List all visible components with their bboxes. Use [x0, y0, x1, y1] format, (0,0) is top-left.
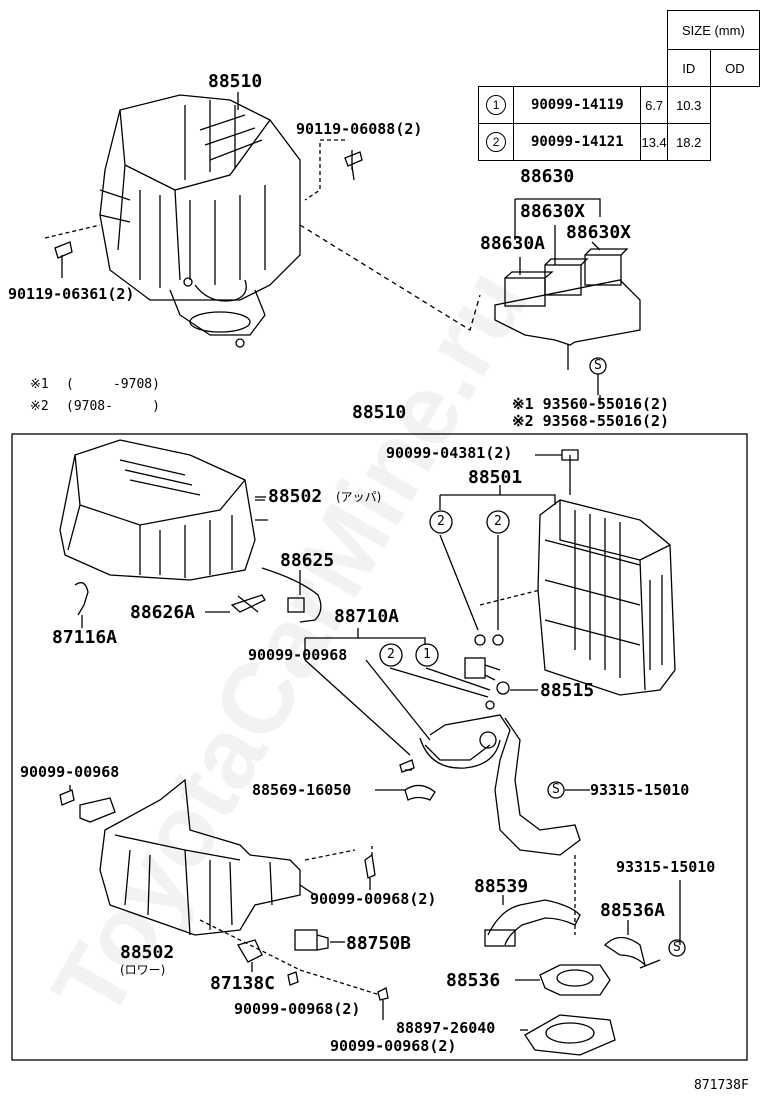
label-thermistor: 88625 — [280, 550, 335, 571]
grommet-drawing — [404, 784, 436, 801]
label-expansion-group: 88710A — [334, 606, 400, 627]
thermistor-drawing — [261, 567, 322, 623]
pipe-drawing — [419, 714, 581, 856]
damper-drawing — [237, 939, 263, 963]
top-unit-drawing — [99, 94, 301, 348]
label-main-top: 88510 — [208, 71, 263, 92]
col-id: ID — [666, 49, 711, 87]
note1-mark: ※1 — [30, 377, 49, 392]
label-relay-group: 88630 — [520, 166, 575, 187]
screw-lower-left-drawing — [59, 789, 116, 823]
screw-bottom1-drawing — [287, 971, 299, 986]
label-bolt-top-right: 90119-06088(2) — [296, 120, 423, 138]
row-od: 18.2 — [666, 123, 711, 161]
label-screw-bottom1: 90099-00968(2) — [234, 1000, 361, 1018]
band-drawing — [603, 936, 647, 968]
label-evaporator: 88501 — [468, 467, 523, 488]
label-screw-s1: 93315-15010 — [590, 781, 690, 799]
relay-drawing — [494, 248, 641, 370]
upper-case-drawing — [59, 439, 268, 581]
switch-drawing — [294, 929, 329, 951]
label-upper-case-jp: (アッパ) — [336, 490, 382, 504]
note1-text: ( -9708) — [66, 377, 160, 392]
label-oring-part: 90099-00968 — [248, 646, 348, 664]
mark-2: 2 — [437, 514, 445, 529]
row-part: 90099-14119 — [513, 86, 642, 124]
label-bolt-left: 90119-06361(2) — [8, 285, 135, 303]
label-upper-case: 88502 — [268, 486, 323, 507]
label-valve: 88515 — [540, 680, 595, 701]
label-band: 88536A — [600, 900, 666, 921]
label-relay-a: 88630A — [480, 233, 546, 254]
label-screw-note2: ※2 93568-55016(2) — [512, 412, 670, 430]
row-mark: 2 — [477, 123, 515, 161]
label-main-box: 88510 — [352, 402, 407, 423]
clip-87116a-drawing — [74, 582, 89, 628]
label-drain: 88536 — [446, 970, 501, 991]
mark-1: 1 — [423, 647, 431, 662]
seal-drawing — [524, 1014, 616, 1056]
size-header: SIZE (mm) — [666, 10, 760, 50]
label-clip-87116a: 87116A — [52, 627, 118, 648]
label-screw-bottom2: 90099-00968(2) — [330, 1037, 457, 1055]
label-screw-lower-right: 90099-00968(2) — [310, 890, 437, 908]
label-seal: 88897-26040 — [396, 1019, 496, 1037]
label-clip-a: 88626A — [130, 602, 196, 623]
label-relay-x1: 88630X — [520, 201, 586, 222]
note2-mark: ※2 — [30, 399, 49, 414]
label-relay-x2: 88630X — [566, 222, 632, 243]
row-od: 10.3 — [666, 86, 711, 124]
hose-drawing — [484, 899, 581, 947]
clip-88626a-drawing — [230, 594, 266, 613]
label-switch: 88750B — [346, 933, 412, 954]
mark-2: 2 — [387, 647, 395, 662]
s-mark: S — [673, 940, 681, 955]
label-grommet: 88569-16050 — [252, 781, 352, 799]
drain-drawing — [539, 964, 611, 996]
s-mark: S — [552, 782, 560, 797]
row-id: 13.4 — [640, 123, 668, 161]
col-od: OD — [709, 49, 760, 87]
label-screw-note1: ※1 93560-55016(2) — [512, 395, 670, 413]
screw-bottom2-drawing — [377, 987, 389, 1001]
size-table: SIZE (mm) ID OD 1 90099-14119 6.7 10.3 2… — [477, 10, 760, 161]
label-lower-case: 88502 — [120, 942, 175, 963]
evaporator-drawing — [537, 499, 676, 696]
lower-case-drawing — [99, 778, 301, 936]
valve-drawing — [464, 657, 510, 710]
row-mark: 1 — [477, 86, 515, 124]
bolt-top-drawing — [344, 151, 363, 181]
assembly-frame — [11, 433, 748, 1061]
mark-2: 2 — [494, 514, 502, 529]
label-bolt-evap: 90099-04381(2) — [386, 444, 513, 462]
row-id: 6.7 — [640, 86, 668, 124]
note2-text: (9708- ) — [66, 399, 160, 414]
label-damper: 87138C — [210, 973, 276, 994]
screw-right-drawing — [364, 853, 376, 890]
screw-left-drawing — [399, 759, 415, 773]
label-screw-left: 90099-00968 — [20, 763, 120, 781]
s-mark: S — [594, 358, 602, 373]
label-hose: 88539 — [474, 876, 529, 897]
label-screw-s2: 93315-15010 — [616, 858, 716, 876]
row-part: 90099-14121 — [513, 123, 642, 161]
label-lower-case-jp: (ロワー) — [120, 963, 166, 977]
bolt-left-drawing — [54, 241, 73, 259]
footer-code: 871738F — [694, 1078, 749, 1093]
